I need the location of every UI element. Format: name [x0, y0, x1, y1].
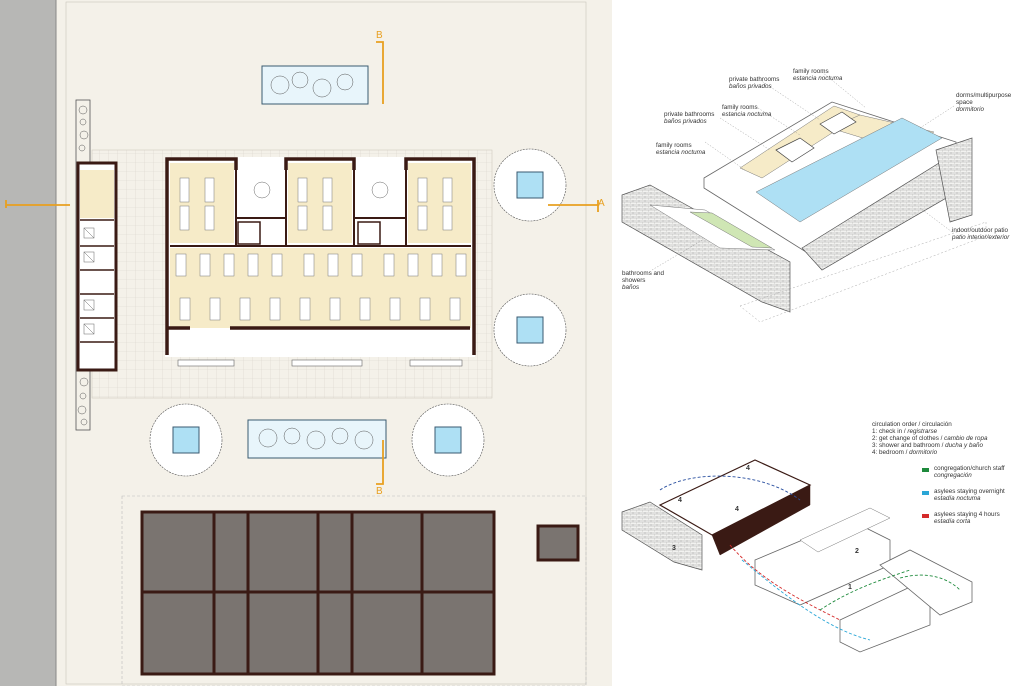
section-mark-b-top: B [376, 30, 383, 41]
tree-planter-2 [493, 293, 567, 367]
section-mark-a: A [598, 198, 605, 209]
tree-planter-4 [411, 403, 485, 477]
neighbor-building [121, 495, 587, 686]
main-building [165, 157, 476, 367]
lower-axonometric [621, 459, 973, 653]
upper-axonometric [621, 71, 987, 323]
legend-swatch-overnight [922, 491, 929, 495]
step-number-2: 2 [855, 548, 859, 555]
section-mark-b-bottom: B [376, 486, 383, 497]
planter-box-bottom [247, 419, 387, 459]
legend-swatch-short [922, 514, 929, 518]
step-number-4c: 4 [735, 506, 739, 513]
section-line-a [5, 200, 599, 212]
step-number-3: 3 [672, 545, 676, 552]
bathroom-wing [76, 161, 118, 372]
legend-swatch-staff [922, 468, 929, 472]
section-line-b [376, 41, 384, 485]
street [0, 0, 56, 686]
step-number-4a: 4 [746, 465, 750, 472]
step-number-1: 1 [848, 584, 852, 591]
circulation-title: circulation order / circulación [872, 421, 952, 428]
circulation-key: circulation order / circulación 1: check… [872, 421, 988, 456]
planter-box-top [261, 65, 369, 105]
step-number-4b: 4 [678, 497, 682, 504]
tree-planter-3 [149, 403, 223, 477]
tree-planter-1 [493, 148, 567, 222]
